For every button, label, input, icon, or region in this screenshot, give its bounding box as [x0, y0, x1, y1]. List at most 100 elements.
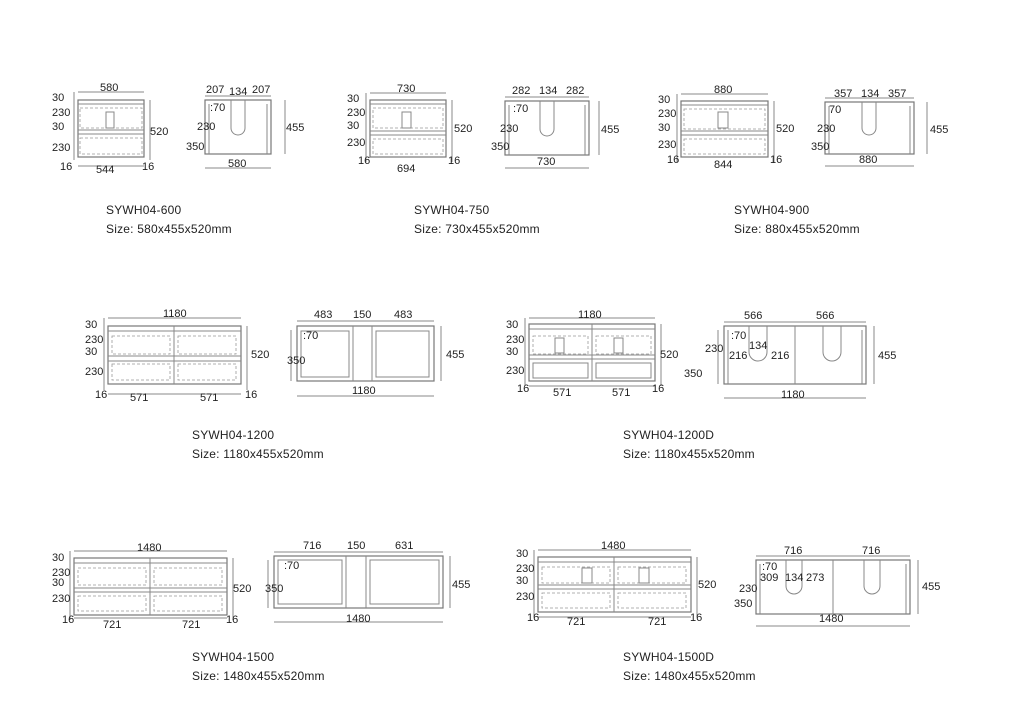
dim-height: 520: [698, 579, 716, 591]
product-caption-600: SYWH04-600 Size: 580x455x520mm: [106, 201, 232, 239]
dim-16: 16: [690, 612, 702, 624]
dim-30: 30: [516, 575, 528, 587]
dim-134: 134: [785, 572, 803, 584]
dim-350: 350: [811, 141, 829, 153]
dim-357: 357: [888, 88, 906, 100]
dim-width: 880: [859, 154, 877, 166]
dim-height: 520: [454, 123, 472, 135]
dim-207: 207: [206, 84, 224, 96]
dim-230: 230: [506, 334, 524, 346]
dim-230: 230: [52, 107, 70, 119]
model-size: Size: 1180x455x520mm: [623, 447, 755, 461]
front-view-1500d: 1480 30 230 30 230 520 16 721 721 16: [516, 540, 716, 628]
model-size: Size: 1480x455x520mm: [623, 669, 756, 683]
dim-inner: 694: [397, 163, 415, 175]
dim-16: 16: [527, 612, 539, 624]
front-view-900: 880 30 230 30 230 520 16 844 16: [658, 84, 794, 171]
model-name: SYWH04-600: [106, 203, 182, 217]
dim-571: 571: [200, 392, 218, 404]
dim-depth: 455: [922, 581, 940, 593]
dim-134: 134: [229, 86, 247, 98]
dim-width: 1180: [578, 309, 602, 321]
dim-134: 134: [749, 340, 767, 352]
dim-16: 16: [245, 389, 257, 401]
dim-230: 230: [500, 123, 518, 135]
dim-631: 716: [303, 540, 321, 552]
dim-30: 30: [347, 93, 359, 105]
dim-height: 520: [233, 583, 251, 595]
product-caption-900: SYWH04-900 Size: 880x455x520mm: [734, 201, 860, 239]
dim-30: 30: [347, 120, 359, 132]
dim-230: 230: [52, 142, 70, 154]
dim-30: 30: [516, 548, 528, 560]
dim-16: 16: [517, 383, 529, 395]
dim-width: 580: [228, 158, 246, 170]
dim-134: 134: [861, 88, 879, 100]
dim-16: 16: [226, 614, 238, 626]
dim-230: 230: [516, 563, 534, 575]
dim-30: 30: [85, 346, 97, 358]
top-view-1200: 483 150 483 :70 350 455 1180: [287, 309, 464, 397]
dim-230: 230: [85, 334, 103, 346]
dim-width: 1480: [137, 542, 161, 554]
dim-16: 16: [448, 155, 460, 167]
dim-350: 350: [186, 141, 204, 153]
dim-depth: 455: [446, 349, 464, 361]
dim-depth: 455: [452, 579, 470, 591]
model-size: Size: 1480x455x520mm: [192, 669, 325, 683]
dim-230: 230: [658, 108, 676, 120]
model-size: Size: 880x455x520mm: [734, 222, 860, 236]
dim-571: 571: [130, 392, 148, 404]
dim-depth: 455: [286, 122, 304, 134]
dim-631: 631: [395, 540, 413, 552]
dim-inner: 544: [96, 164, 114, 176]
dim-150: 150: [353, 309, 371, 321]
dim-30: 30: [52, 577, 64, 589]
dim-depth: 455: [601, 124, 619, 136]
front-view-1200d: 1180 30 230 30 230 520 16 571 571 16: [506, 309, 678, 399]
model-name: SYWH04-750: [414, 203, 490, 217]
front-view-1200: 1180 30 230 30 230 520 16 571 571 16: [85, 308, 269, 404]
dim-30: 30: [85, 319, 97, 331]
top-view-1500d: 716 716 :70 309 134 273 230 350 455 1480: [734, 545, 940, 627]
dim-230: 230: [739, 583, 757, 595]
dim-70: :70: [762, 561, 777, 573]
dim-216: 216: [771, 350, 789, 362]
dim-30: 30: [52, 121, 64, 133]
dim-16: 16: [62, 614, 74, 626]
dim-566: 566: [744, 310, 762, 322]
product-caption-1500d: SYWH04-1500D Size: 1480x455x520mm: [623, 648, 756, 686]
dim-207: 207: [252, 84, 270, 96]
dim-357: 357: [834, 88, 852, 100]
model-size: Size: 730x455x520mm: [414, 222, 540, 236]
dim-30: 30: [52, 552, 64, 564]
model-name: SYWH04-900: [734, 203, 810, 217]
dim-width: 730: [397, 83, 415, 95]
model-name: SYWH04-1200D: [623, 428, 715, 442]
dim-230: 230: [85, 366, 103, 378]
dim-70: 70: [829, 104, 841, 116]
dim-134: 134: [539, 85, 557, 97]
dim-depth: 455: [930, 124, 948, 136]
dim-width: 1480: [819, 613, 843, 625]
dim-350: 350: [684, 368, 702, 380]
product-caption-1200: SYWH04-1200 Size: 1180x455x520mm: [192, 426, 324, 464]
product-caption-750: SYWH04-750 Size: 730x455x520mm: [414, 201, 540, 239]
dim-721: 721: [103, 619, 121, 631]
top-view-600: 207 134 207 :70 230 350 455 580: [186, 84, 304, 170]
dim-width: 1480: [601, 540, 625, 552]
dim-70: :70: [284, 560, 299, 572]
dim-230: 230: [52, 567, 70, 579]
dim-230: 230: [506, 365, 524, 377]
dim-width: 1480: [346, 613, 370, 625]
dim-716: 716: [862, 545, 880, 557]
front-view-750: 730 30 230 30 230 520 16 694 16: [347, 83, 472, 175]
dim-16: 16: [142, 161, 154, 173]
dim-483: 483: [394, 309, 412, 321]
dim-282: 282: [512, 85, 530, 97]
dim-230: 230: [347, 107, 365, 119]
dim-483: 483: [314, 309, 332, 321]
dim-566: 566: [816, 310, 834, 322]
product-caption-1200d: SYWH04-1200D Size: 1180x455x520mm: [623, 426, 755, 464]
